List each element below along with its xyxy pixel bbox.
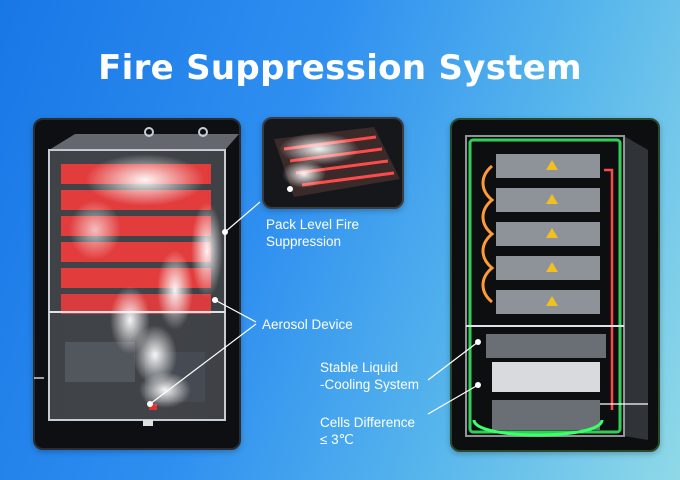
battery-modules xyxy=(496,154,600,314)
battery-cabinet-drawing xyxy=(48,127,239,426)
page-title: Fire Suppression System xyxy=(98,48,582,88)
cells-difference-label-line2: ≤ 3℃ xyxy=(320,432,354,447)
pack-level-label-line1: Pack Level Fire xyxy=(266,217,360,232)
battery-cabinet-fire-image xyxy=(33,118,241,450)
aerosol-device-label: Aerosol Device xyxy=(262,317,353,332)
cooling-cabinet-drawing xyxy=(465,135,648,440)
cooling-label-line2: -Cooling System xyxy=(320,377,420,392)
pack-inset-drawing xyxy=(274,127,400,197)
pack-level-inset-image xyxy=(262,117,404,209)
cooling-label-line1: Stable Liquid xyxy=(320,360,399,375)
pack-level-label-line2: Suppression xyxy=(266,234,342,249)
liquid-cooling-cabinet-image xyxy=(450,118,660,452)
cells-difference-label-line1: Cells Difference xyxy=(320,415,416,430)
